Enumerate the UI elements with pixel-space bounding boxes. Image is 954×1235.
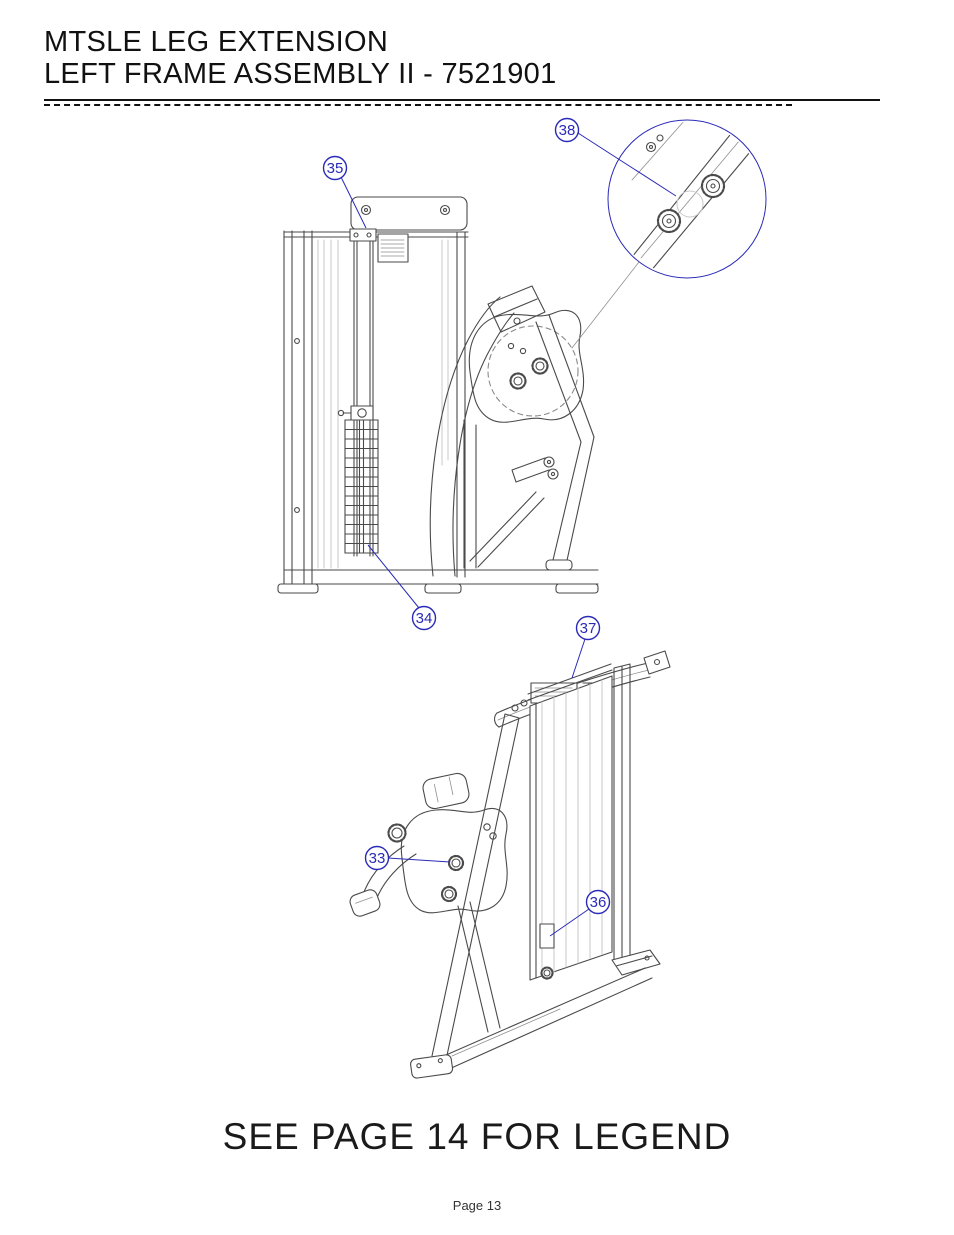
title-line-1: MTSLE LEG EXTENSION: [44, 26, 389, 58]
pivot-bolt: [387, 823, 407, 843]
top-drawing: [277, 119, 767, 594]
seat-assembly: [349, 772, 508, 1033]
right-tower: [611, 663, 661, 976]
page-title: MTSLE LEG EXTENSION LEFT FRAME ASSEMBLY …: [44, 26, 557, 91]
leader-38: [577, 132, 677, 197]
detail-view: [571, 119, 767, 349]
legend-note: SEE PAGE 14 FOR LEGEND: [222, 1116, 732, 1157]
top-crossbar: [494, 650, 671, 728]
title-line-2: LEFT FRAME ASSEMBLY II - 7521901: [44, 58, 557, 91]
pivot-bolt: [531, 357, 549, 375]
seat-bolt: [440, 885, 458, 903]
top-plate: [350, 196, 468, 231]
callout-number-36: 36: [590, 894, 607, 911]
callout-balloon-36: [585, 889, 611, 915]
callouts: 35 38 34 37 33 36: [322, 117, 677, 937]
seat-bracket: [422, 772, 470, 810]
pivot-bolt: [509, 372, 527, 390]
callout-number-37: 37: [580, 620, 597, 637]
detail-bolt: [656, 208, 682, 234]
page-number: Page 13: [452, 1198, 502, 1213]
callout-number-34: 34: [416, 610, 433, 627]
leader-36: [549, 908, 590, 937]
callout-number-33: 33: [369, 850, 386, 867]
seat-plate: [400, 808, 508, 914]
handle-foot: [349, 889, 381, 917]
pivot-head-plate: [487, 285, 546, 333]
frame-arm: [429, 285, 595, 577]
callout-balloon-38: [554, 117, 580, 143]
rod-mount: [349, 228, 377, 242]
callout-number-38: 38: [559, 122, 576, 139]
bottom-drawing: [349, 650, 671, 1079]
callout-balloon-34: [411, 605, 437, 631]
detail-source-circle: [487, 325, 579, 417]
leader-35: [340, 176, 367, 229]
callout-balloon-33: [364, 845, 390, 871]
leader-34: [367, 544, 420, 609]
title-divider: [44, 99, 880, 101]
weight-stack-tower: [277, 196, 599, 594]
callout-balloon-35: [322, 155, 348, 181]
front-post: [431, 713, 520, 1061]
callout-balloon-37: [575, 615, 601, 641]
weight-stack: [337, 405, 379, 554]
shroud-plate: [539, 923, 555, 949]
cam-plate: [468, 309, 585, 423]
detail-bolt: [700, 173, 726, 199]
detail-view-circle: [607, 119, 767, 279]
seat-bolt: [447, 854, 465, 872]
leader-33: [387, 857, 451, 863]
callout-number-35: 35: [327, 160, 344, 177]
title-divider-dashed: [44, 104, 792, 106]
leader-37: [571, 638, 586, 679]
base-frame: [410, 967, 653, 1079]
weight-stack-shroud: [527, 663, 613, 981]
